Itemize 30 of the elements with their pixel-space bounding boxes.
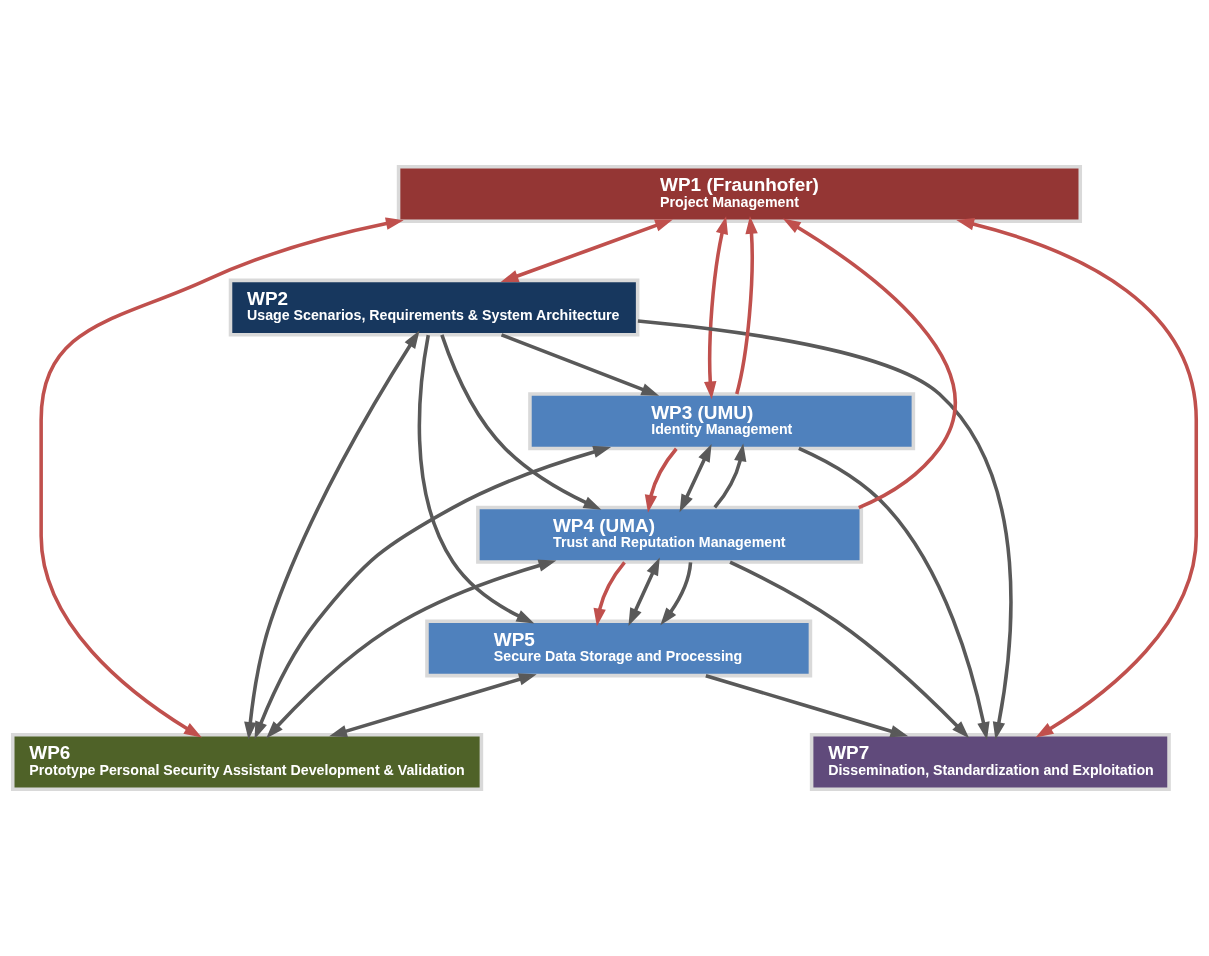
arrow [593, 561, 626, 627]
node-box: WP7 Dissemination, Standardization and Exploitation [809, 733, 1171, 792]
arrow [244, 330, 420, 740]
node-box: WP1 (Fraunhofer) Project Management [396, 164, 1083, 223]
arrow [644, 447, 678, 513]
node-box: WP4 (UMA) Trust and Reputation Management [476, 505, 864, 564]
arrow [735, 216, 758, 395]
arrow [660, 562, 693, 626]
arrow [729, 560, 970, 739]
arrow [679, 443, 712, 513]
arrow [704, 216, 728, 400]
arrow [782, 218, 957, 510]
arrow [500, 219, 673, 283]
arrow [440, 334, 602, 510]
arrow [705, 674, 909, 738]
arrow [500, 333, 660, 396]
arrow [713, 443, 747, 509]
arrow [254, 445, 612, 740]
node-box: WP2 Usage Scenarios, Requirements & System Architecture [228, 278, 640, 337]
node-box: WP5 Secure Data Storage and Processing [425, 619, 813, 678]
arrow [417, 334, 535, 624]
node-box: WP6 Prototype Personal Security Assistant Development & Validation [10, 733, 484, 792]
arrow [266, 559, 557, 739]
arrow [39, 217, 404, 738]
arrow [329, 673, 537, 738]
arrow [628, 557, 660, 626]
arrow [956, 218, 1199, 738]
arrow [637, 319, 1013, 740]
node-box: WP3 (UMU) Identity Management [528, 392, 916, 451]
arrow [798, 446, 990, 740]
